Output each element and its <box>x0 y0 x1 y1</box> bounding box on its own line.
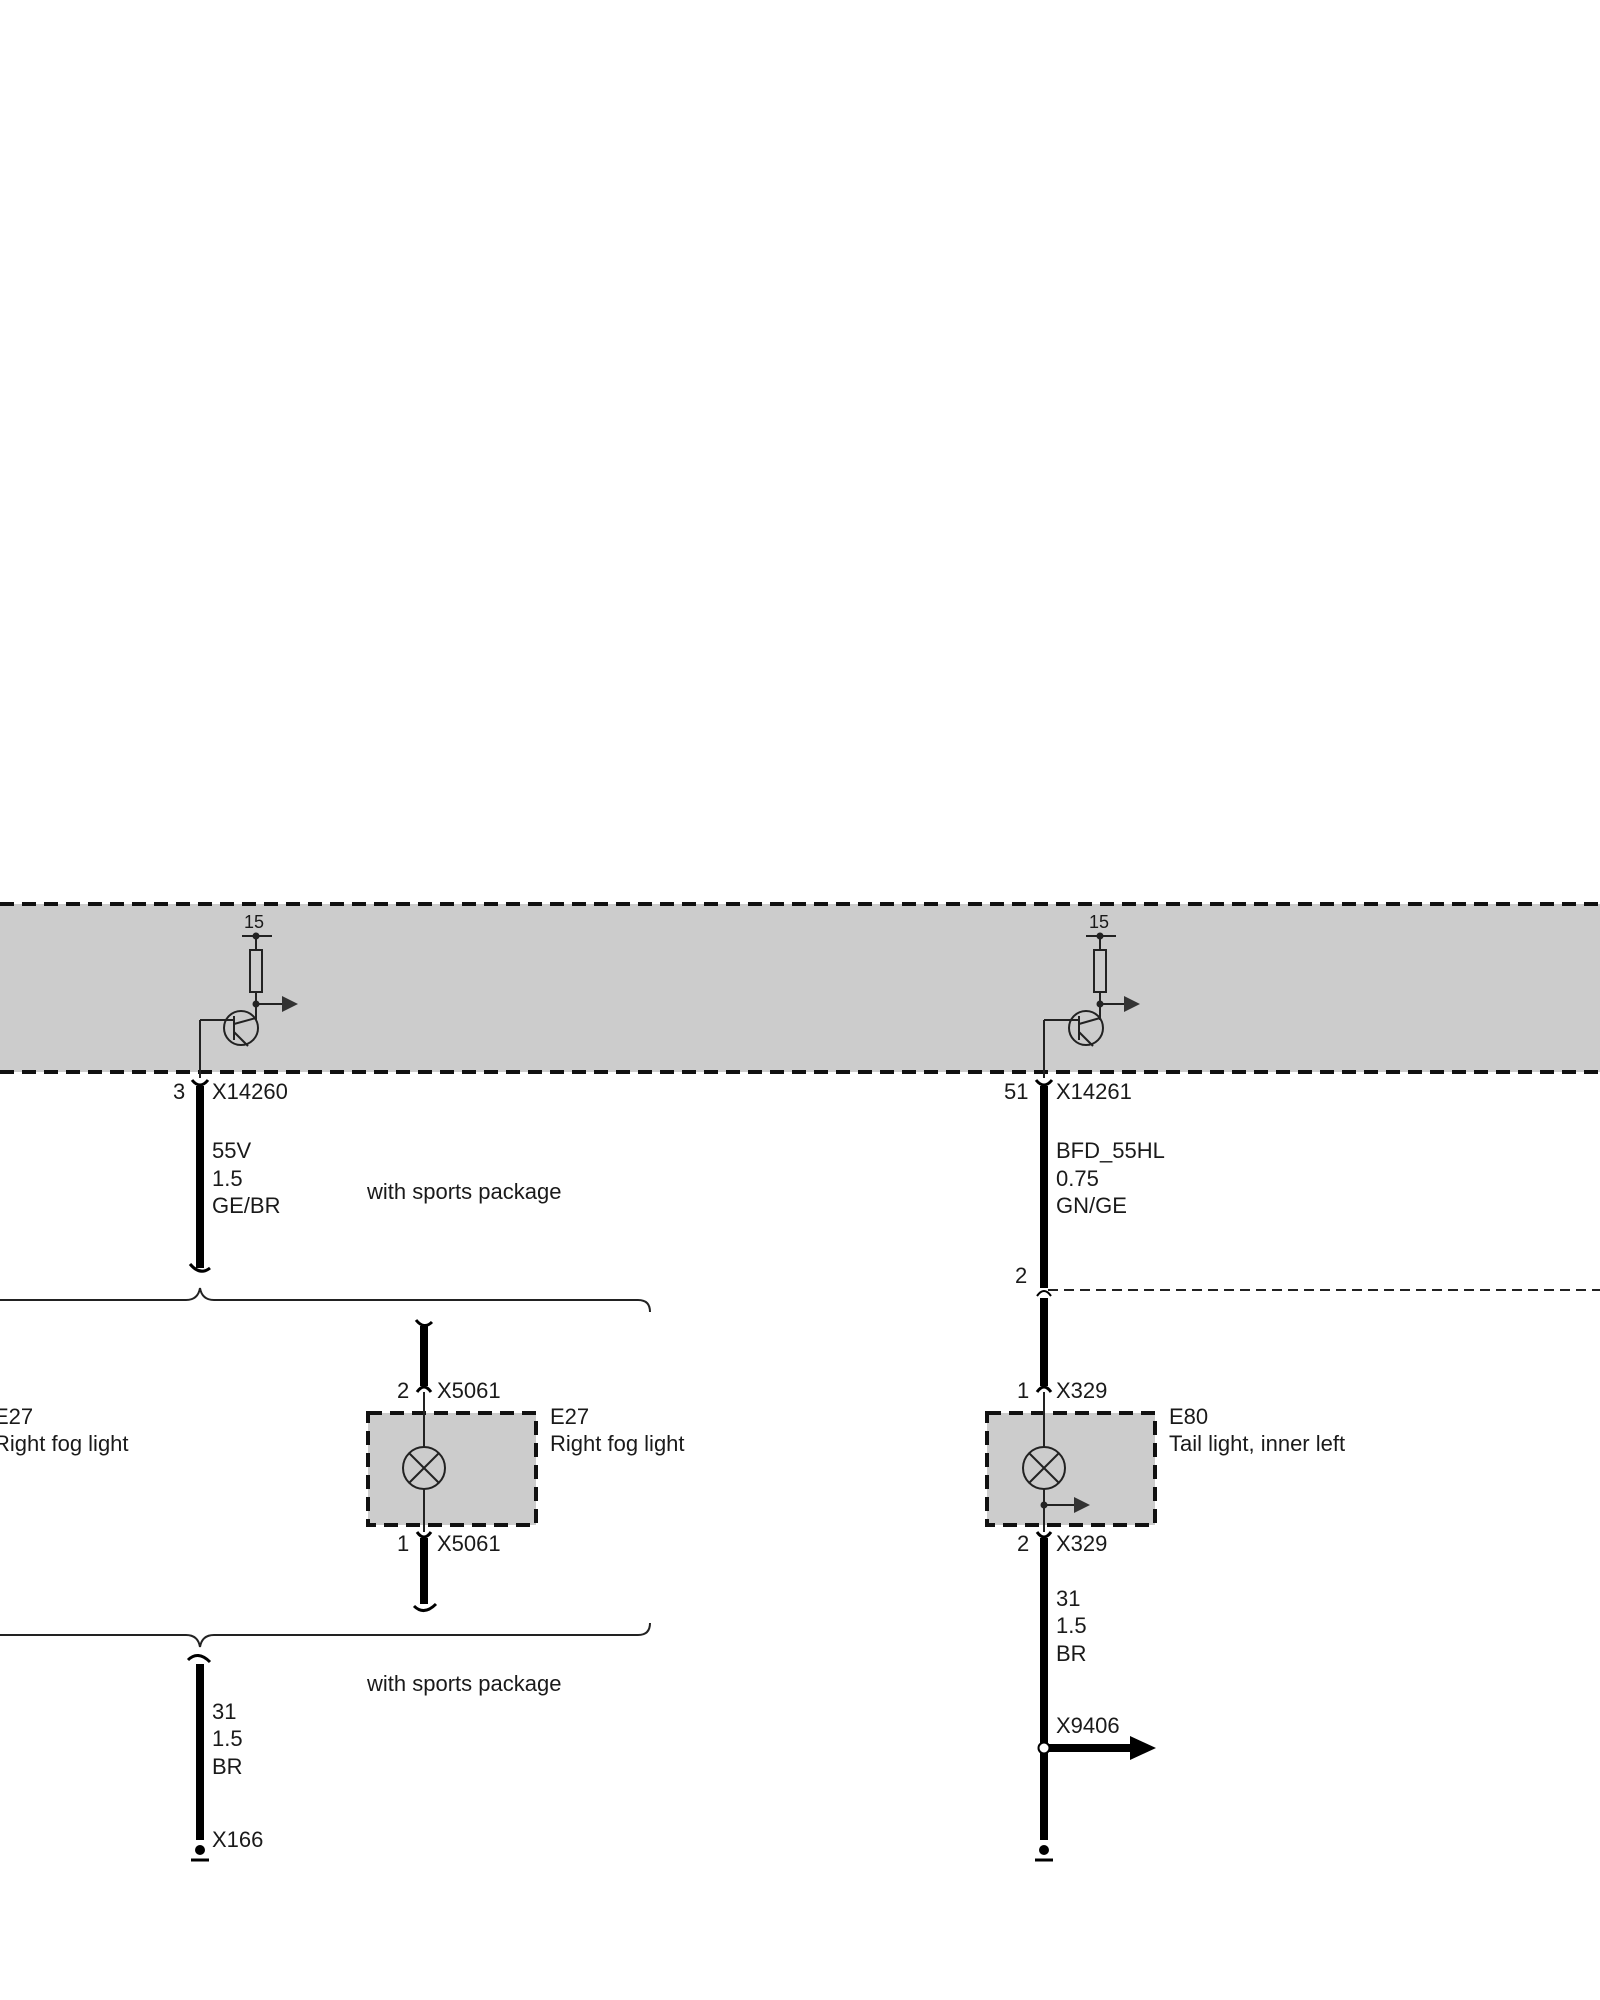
control-unit-box <box>0 904 1600 1072</box>
left-transistor-icon <box>223 1010 259 1046</box>
left-ground-wire-group: with sports package 31 1.5 BR X166 <box>186 1654 561 1862</box>
connector-x14260-label: X14260 <box>212 1079 288 1104</box>
junction-x9406-label: X9406 <box>1056 1713 1120 1738</box>
left-output-arrow-icon <box>282 996 298 1012</box>
wire-bfd-size-label: 0.75 <box>1056 1166 1099 1191</box>
wire-break-icon <box>188 1263 211 1273</box>
right-ground-color: BR <box>1056 1641 1087 1666</box>
fog-light-housing <box>366 1411 538 1527</box>
ground-point-x166: X166 <box>212 1827 263 1852</box>
right-supply-wire-group: 51 X14261 BFD_55HL 0.75 GN/GE 2 <box>1004 1079 1600 1393</box>
left-driver-circuit: 15 <box>199 912 298 1078</box>
fog-light-top-connector: X5061 <box>437 1378 501 1403</box>
wire-bfd-color-label: GN/GE <box>1056 1193 1127 1218</box>
option-brace-top <box>0 1287 651 1313</box>
sports-package-label-top: with sports package <box>366 1179 561 1204</box>
sports-package-label-bottom: with sports package <box>366 1671 561 1696</box>
right-transistor-icon <box>1068 1010 1104 1046</box>
left-ground-color: BR <box>212 1754 243 1779</box>
fog-light-bottom-connector: X5061 <box>437 1531 501 1556</box>
junction-arrow-icon <box>1130 1736 1156 1760</box>
tail-light-bottom-pin: 2 <box>1017 1531 1029 1556</box>
tail-light-top-pin: 1 <box>1017 1378 1029 1403</box>
fog-light-code: E27 <box>550 1404 589 1429</box>
left-supply-wire-group: 3 X14260 55V 1.5 GE/BR with sports packa… <box>173 1079 561 1273</box>
tail-light-code: E80 <box>1169 1404 1208 1429</box>
tail-light-name: Tail light, inner left <box>1169 1431 1345 1456</box>
tail-light-bottom-connector: X329 <box>1056 1531 1107 1556</box>
left-lamp-code: E27 <box>0 1404 33 1429</box>
tail-light-e80: 1 X329 E80 Tail light, inner left 2 X329 <box>985 1378 1345 1556</box>
right-supply-terminal: 15 <box>1089 912 1109 932</box>
pin-51-label: 51 <box>1004 1079 1028 1104</box>
fog-light-name: Right fog light <box>550 1431 685 1456</box>
right-driver-circuit: 15 <box>1043 912 1140 1078</box>
left-ground-signal: 31 <box>212 1699 236 1724</box>
join-pin-2-label: 2 <box>1015 1263 1027 1288</box>
left-ground-size: 1.5 <box>212 1726 243 1751</box>
connector-x14260-symbol <box>190 1079 210 1087</box>
wire-bfd-signal-label: BFD_55HL <box>1056 1138 1165 1163</box>
right-output-arrow-icon <box>1124 996 1140 1012</box>
left-supply-terminal: 15 <box>244 912 264 932</box>
right-ground-size: 1.5 <box>1056 1613 1087 1638</box>
tail-light-top-connector: X329 <box>1056 1378 1107 1403</box>
fog-light-bottom-pin: 1 <box>397 1531 409 1556</box>
right-ground-signal: 31 <box>1056 1586 1080 1611</box>
fog-light-e27: 2 X5061 E27 Right fog light 1 X5061 <box>366 1319 685 1612</box>
wire-size-label: 1.5 <box>212 1166 243 1191</box>
tail-light-housing <box>985 1411 1157 1527</box>
connector-x14261-label: X14261 <box>1056 1079 1132 1104</box>
fog-light-top-pin: 2 <box>397 1378 409 1403</box>
left-lamp-name: Right fog light <box>0 1431 129 1456</box>
right-ground-wire-group: 31 1.5 BR X9406 <box>1035 1538 1156 1862</box>
pin-3-label: 3 <box>173 1079 185 1104</box>
junction-point-icon <box>1037 1741 1051 1755</box>
option-brace-bottom <box>0 1622 651 1648</box>
wire-color-label: GE/BR <box>212 1193 280 1218</box>
tail-light-sense-arrow-icon <box>1074 1497 1090 1513</box>
wire-signal-label: 55V <box>212 1138 251 1163</box>
